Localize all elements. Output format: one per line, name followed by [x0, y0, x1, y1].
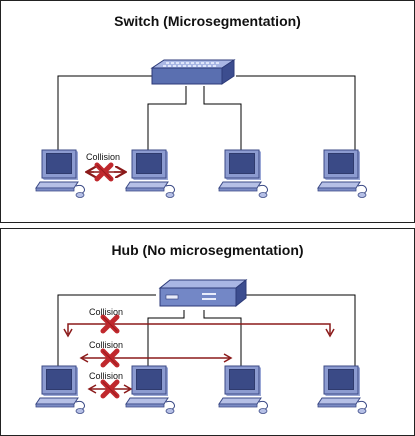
computer-icon: [218, 365, 268, 414]
hub-panel-title: Hub (No microsegmentation): [111, 242, 304, 258]
collision-label: Collision: [89, 307, 123, 317]
switch-panel-title: Switch (Microsegmentation): [114, 13, 301, 29]
switch-icon: [150, 59, 236, 85]
computer-icon: [317, 149, 367, 198]
computer-icon: [35, 149, 85, 198]
collision-label: Collision: [86, 152, 120, 162]
collision-label: Collision: [89, 340, 123, 350]
computer-icon: [218, 149, 268, 198]
switch-cables: [57, 75, 356, 155]
computer-icon: [125, 149, 175, 198]
collision-arrow: [67, 323, 331, 334]
hub-icon: [158, 278, 248, 308]
computer-icon: [35, 365, 85, 414]
hub-cables: [57, 294, 356, 368]
computer-icon: [317, 365, 367, 414]
computer-icon: [125, 365, 175, 414]
collision-label: Collision: [89, 371, 123, 381]
